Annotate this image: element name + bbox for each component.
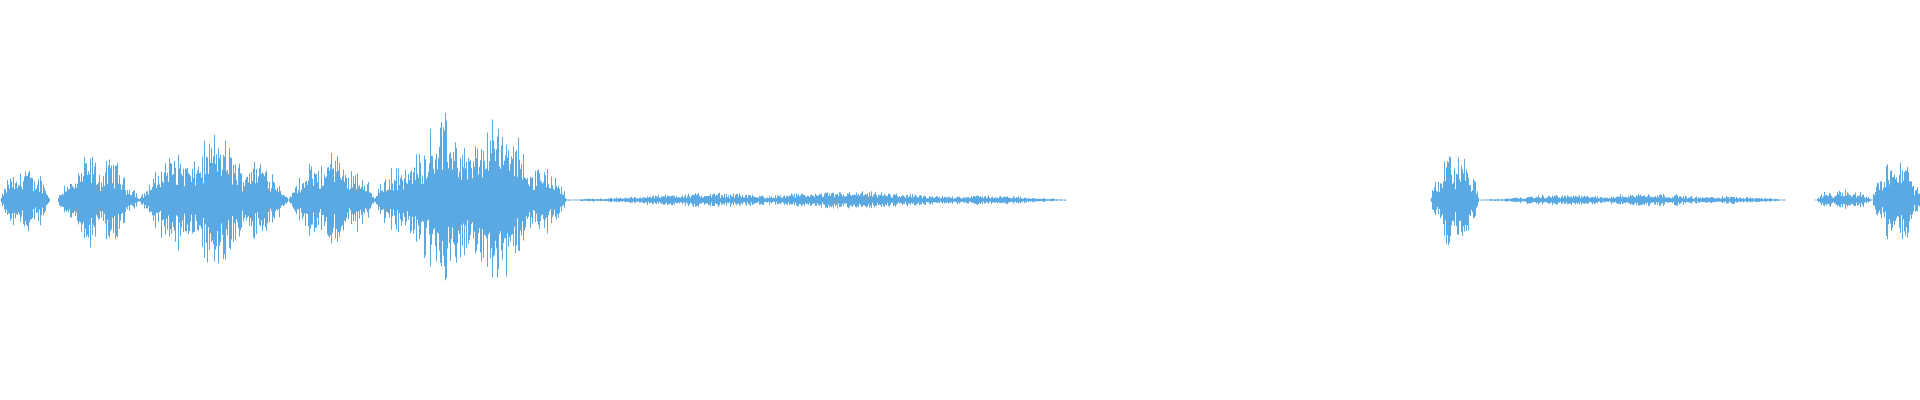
waveform-lines (0, 112, 1920, 281)
waveform-path (1, 112, 1920, 281)
